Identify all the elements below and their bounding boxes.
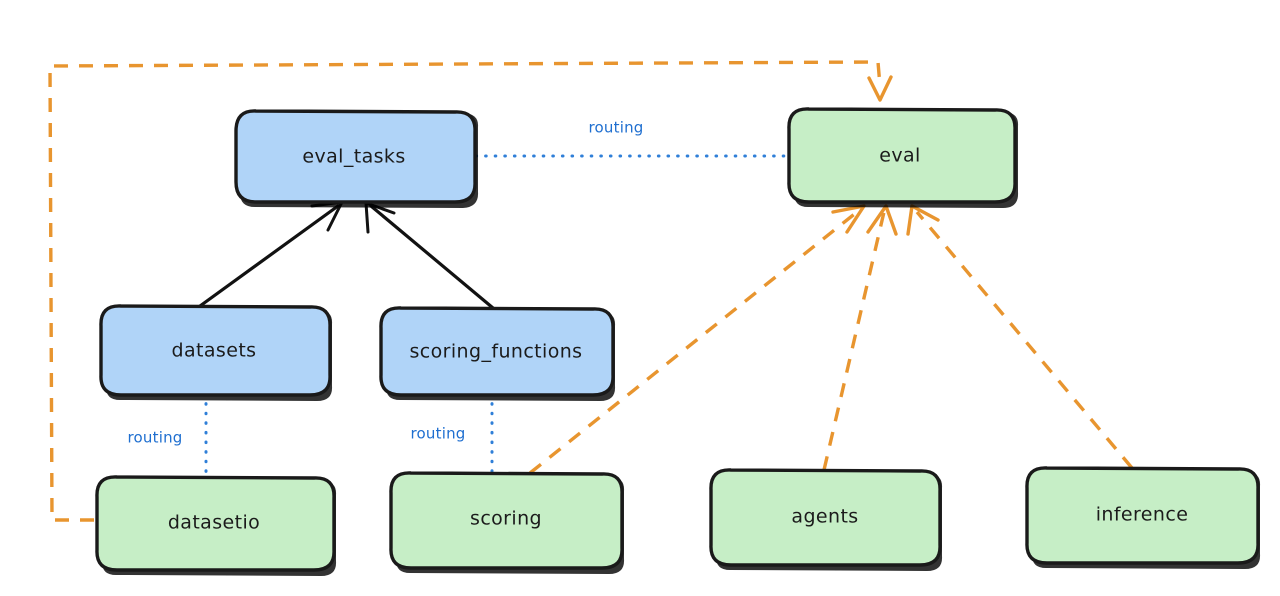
- node-scoring-functions[interactable]: scoring_functions: [379, 306, 616, 401]
- node-scoring-functions-label: scoring_functions: [410, 341, 583, 363]
- node-inference[interactable]: inference: [1025, 466, 1261, 569]
- node-scoring[interactable]: scoring: [389, 471, 625, 574]
- node-scoring-label: scoring: [470, 508, 542, 530]
- node-agents-box: [709, 468, 942, 567]
- edge-scoring-to-eval-line: [528, 210, 859, 475]
- node-inference-label: inference: [1096, 504, 1189, 526]
- node-inference-box: [1025, 466, 1260, 565]
- edge-layer: routing routing routing: [48, 60, 1134, 522]
- node-datasets[interactable]: datasets: [99, 304, 333, 401]
- edge-scoring-functions-to-eval-tasks: [364, 201, 495, 310]
- node-eval-tasks-label: eval_tasks: [302, 146, 405, 168]
- edge-agents-to-eval: [822, 204, 898, 471]
- edge-label-routing-eval: routing: [589, 119, 644, 137]
- edge-datasetio-to-eval: [48, 60, 893, 522]
- edge-datasetio-to-eval-arrowhead: [867, 75, 893, 102]
- node-eval-label: eval: [879, 145, 920, 167]
- node-layer: eval_tasks eval datasets scoring_functio…: [95, 107, 1261, 576]
- edge-scoring-functions-to-eval-tasks-line: [369, 204, 495, 310]
- edge-scoring-functions-to-scoring: routing: [411, 392, 494, 475]
- node-eval-tasks[interactable]: eval_tasks: [234, 109, 479, 208]
- edge-eval-tasks-to-eval: routing: [474, 119, 788, 158]
- edge-label-routing-scoring: routing: [411, 425, 466, 443]
- edge-datasetio-to-eval-line: [48, 60, 882, 522]
- node-eval[interactable]: eval: [787, 107, 1019, 208]
- node-datasetio-label: datasetio: [168, 512, 260, 534]
- edge-datasets-to-datasetio: routing: [128, 392, 208, 479]
- node-datasets-label: datasets: [172, 340, 257, 362]
- node-datasets-box: [99, 304, 332, 397]
- node-agents[interactable]: agents: [709, 468, 943, 571]
- edge-agents-to-eval-line: [822, 211, 886, 471]
- edge-datasets-to-eval-tasks-line: [198, 204, 340, 308]
- node-eval-box: [787, 107, 1017, 204]
- node-datasetio-box: [95, 475, 336, 572]
- node-agents-label: agents: [791, 506, 858, 528]
- node-eval-tasks-box: [234, 109, 477, 204]
- edge-label-routing-datasetio: routing: [128, 429, 183, 447]
- node-scoring-box: [389, 471, 624, 570]
- edge-datasets-to-eval-tasks: [198, 200, 344, 308]
- edge-inference-to-eval: [906, 204, 1134, 470]
- node-datasetio[interactable]: datasetio: [95, 475, 337, 576]
- node-scoring-functions-box: [379, 306, 615, 397]
- edge-inference-to-eval-line: [915, 210, 1134, 470]
